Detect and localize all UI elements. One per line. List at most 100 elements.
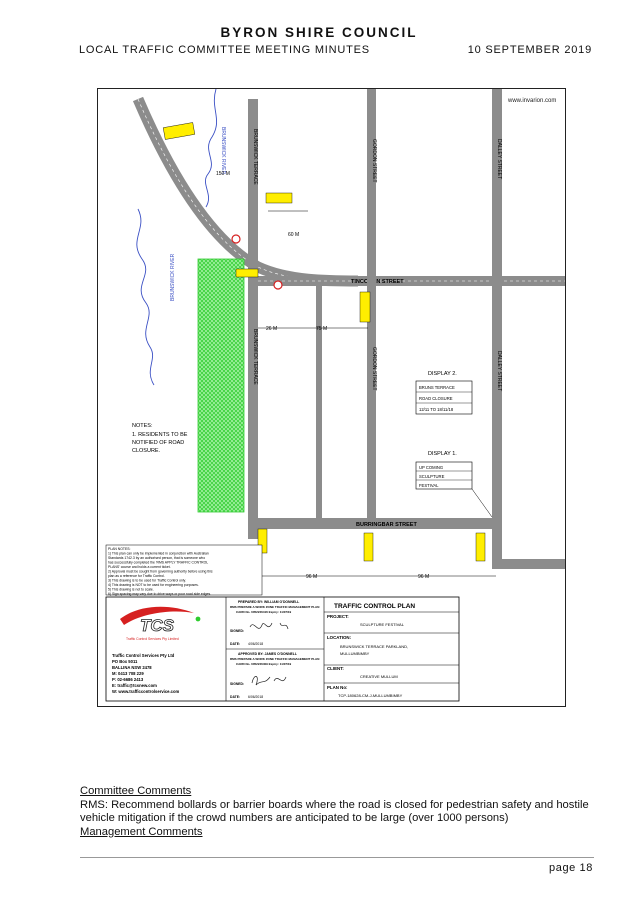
client-value: CREATIVE MULLUM [360, 674, 398, 679]
plan-note-7: 3) This drawing is to be used for Traffi… [108, 579, 186, 583]
prepared-by: PREPARED BY: WILLIAM O'DONNELL [238, 600, 299, 604]
dim-96m-right: 96 M [418, 574, 429, 580]
display2-title: DISPLAY 2. [428, 371, 457, 377]
sign-burringbar-left [257, 528, 268, 554]
approved-by: APPROVED BY: JAMES O'DONNELL [238, 652, 297, 656]
tcs-logo-dot [195, 616, 201, 622]
traffic-control-plan-image: www.invarion.com BRUNSWICK RIVER BRUNSWI… [97, 88, 566, 707]
company-line-2: BALLINA NSW 2478 [112, 665, 152, 670]
notes-line-1: 1. RESIDENTS TO BE [132, 432, 188, 438]
river-label-upper: BRUNSWICK RIVER [220, 127, 226, 175]
plan-note-2: Standards 1742.3 by an authorised person… [108, 556, 205, 560]
plan-note-1: 1) This plan can only be implemented in … [108, 552, 209, 556]
company-line-1: PO Box 5011 [112, 659, 138, 664]
display2-line-1: BRUNS TERRACE [419, 385, 455, 390]
plan-notes-box [105, 544, 263, 596]
prepared-signature [249, 622, 289, 630]
footer-divider [80, 857, 594, 858]
title-block: TCS Traffic Control Services Pty Limited… [105, 596, 460, 702]
prepared-date-label: DATE: [230, 642, 240, 646]
approved-date-label: DATE: [230, 695, 240, 699]
notes-title: NOTES: [132, 423, 153, 429]
plan-note-8: 4) This drawing is NOT to be used for en… [108, 583, 199, 587]
approved-card: CARD No. 0052246409 Expiry: 11/07/19 [236, 662, 292, 666]
prepared-cert: RMS PREPARE A WORK ZONE TRAFFIC MANAGEME… [230, 605, 319, 609]
dim-26m: 26 M [266, 326, 277, 332]
dalley-street-label-top: DALLEY STREET [496, 139, 502, 179]
brunswick-terrace-label-bottom: BRUNSWICK TERRACE [252, 329, 258, 385]
right-road-stub [498, 559, 565, 569]
prepared-signed-label: SIGNED: [230, 629, 244, 633]
gordon-street-label-top: GORDON STREET [371, 139, 377, 183]
burringbar-street-label: BURRINGBAR STREET [356, 522, 417, 528]
river-lower [136, 208, 155, 386]
display1-line-3: FESTIVAL [419, 483, 439, 488]
no-entry-sign-lower [273, 280, 283, 290]
sign-terrace-junction [235, 268, 259, 278]
company-line-3: M: 0413 708 229 [112, 671, 144, 676]
client-label: CLIENT: [327, 666, 344, 671]
plan-note-10: 6) Sign spacing may vary due to drive wa… [108, 592, 211, 596]
location-line-1: BRUNSWICK TERRACE PARKLAND, [340, 644, 408, 649]
location-line-2: MULLUMBIMBY [340, 651, 370, 656]
plan-note-9: 5) This drawing is not to scale. [108, 588, 154, 592]
dim-60m: 60 M [288, 232, 299, 238]
dalley-street-road [492, 89, 502, 569]
gordon-street-label-bottom: GORDON STREET [371, 347, 377, 391]
display2-box [415, 380, 473, 415]
minutes-subtitle: LOCAL TRAFFIC COMMITTEE MEETING MINUTES [79, 44, 370, 56]
sign-road-work-ahead [162, 122, 196, 140]
plan-no-label: PLAN No: [327, 685, 348, 690]
company-line-5: E: traffic@tcsnew.com [112, 683, 157, 688]
dim-75m: 75 M [316, 326, 327, 332]
tcs-logo-swoosh [120, 606, 194, 625]
prepared-date: 4/06/2018 [248, 642, 263, 646]
display1-line-1: UP COMING [419, 465, 443, 470]
brunswick-terrace-label-top: BRUNSWICK TERRACE [252, 129, 258, 185]
river-upper [204, 89, 217, 208]
approved-date: 6/06/2018 [248, 695, 263, 699]
rms-comment: RMS: Recommend bollards or barrier board… [80, 798, 589, 825]
river-label-lower: BRUNSWICK RIVER [170, 253, 176, 301]
no-entry-sign-upper [231, 234, 241, 244]
dim-150m: 150 M [216, 171, 230, 177]
dalley-street-label-bottom: DALLEY STREET [496, 351, 502, 391]
sign-burringbar-mid [363, 532, 374, 562]
gordon-street-road [367, 89, 376, 518]
display1-title: DISPLAY 1. [428, 451, 457, 457]
tincogan-road [248, 276, 565, 286]
plan-note-6: plan as a reference for Traffic Control. [108, 574, 165, 578]
approved-signature [251, 676, 287, 686]
plan-no-value: TCP-180628-CM-J-MULLUMBIMBY [338, 693, 403, 698]
notes-line-2: NOTIFIED OF ROAD [132, 440, 184, 446]
management-comments-heading: Management Comments [80, 825, 203, 838]
tcs-logo-text: TCS [140, 616, 175, 635]
project-label: PROJECT: [327, 614, 349, 619]
plan-note-0: PLAN NOTES: [108, 547, 130, 551]
tcs-logo-caption: Traffic Control Services Pty Limited [126, 637, 179, 641]
display2-line-3: 12/11 TO 18/11/18 [419, 407, 454, 412]
closure-zone [197, 258, 245, 513]
burringbar-road [248, 518, 498, 529]
website-label: www.invarion.com [507, 98, 556, 104]
plan-note-3: has successfully completed the 'RMS APPL… [108, 561, 208, 565]
sign-tincogan-closure [359, 291, 371, 323]
display2-line-2: ROAD CLOSURE [419, 396, 453, 401]
dim-96m-left: 96 M [306, 574, 317, 580]
company-line-4: P: 02-6686 2413 [112, 677, 144, 682]
approved-cert: RMS PREPARE A WORK ZONE TRAFFIC MANAGEME… [230, 657, 319, 661]
notes-line-3: CLOSURE. [132, 448, 161, 454]
prepared-card: CARD No. 0052246416 Expiry: 11/07/19 [236, 610, 292, 614]
brunswick-terrace-road [248, 99, 258, 539]
tincogan-street-label: TINCOGAN STREET [351, 279, 404, 285]
plan-title: TRAFFIC CONTROL PLAN [334, 603, 415, 610]
display1-box [415, 461, 473, 490]
plan-note-5: 2) Approval must be sought from governin… [108, 570, 213, 574]
sign-dalley-lower [475, 532, 486, 562]
sign-road-closed [265, 192, 293, 204]
display1-line-2: SCULPTURE [419, 474, 445, 479]
committee-comments-heading: Committee Comments [80, 785, 192, 797]
company-line-0: Traffic Control Services Pty Ltd [112, 653, 175, 658]
project-value: SCULPTURE FESTIVAL [360, 622, 405, 627]
middle-vertical-road [316, 286, 322, 518]
